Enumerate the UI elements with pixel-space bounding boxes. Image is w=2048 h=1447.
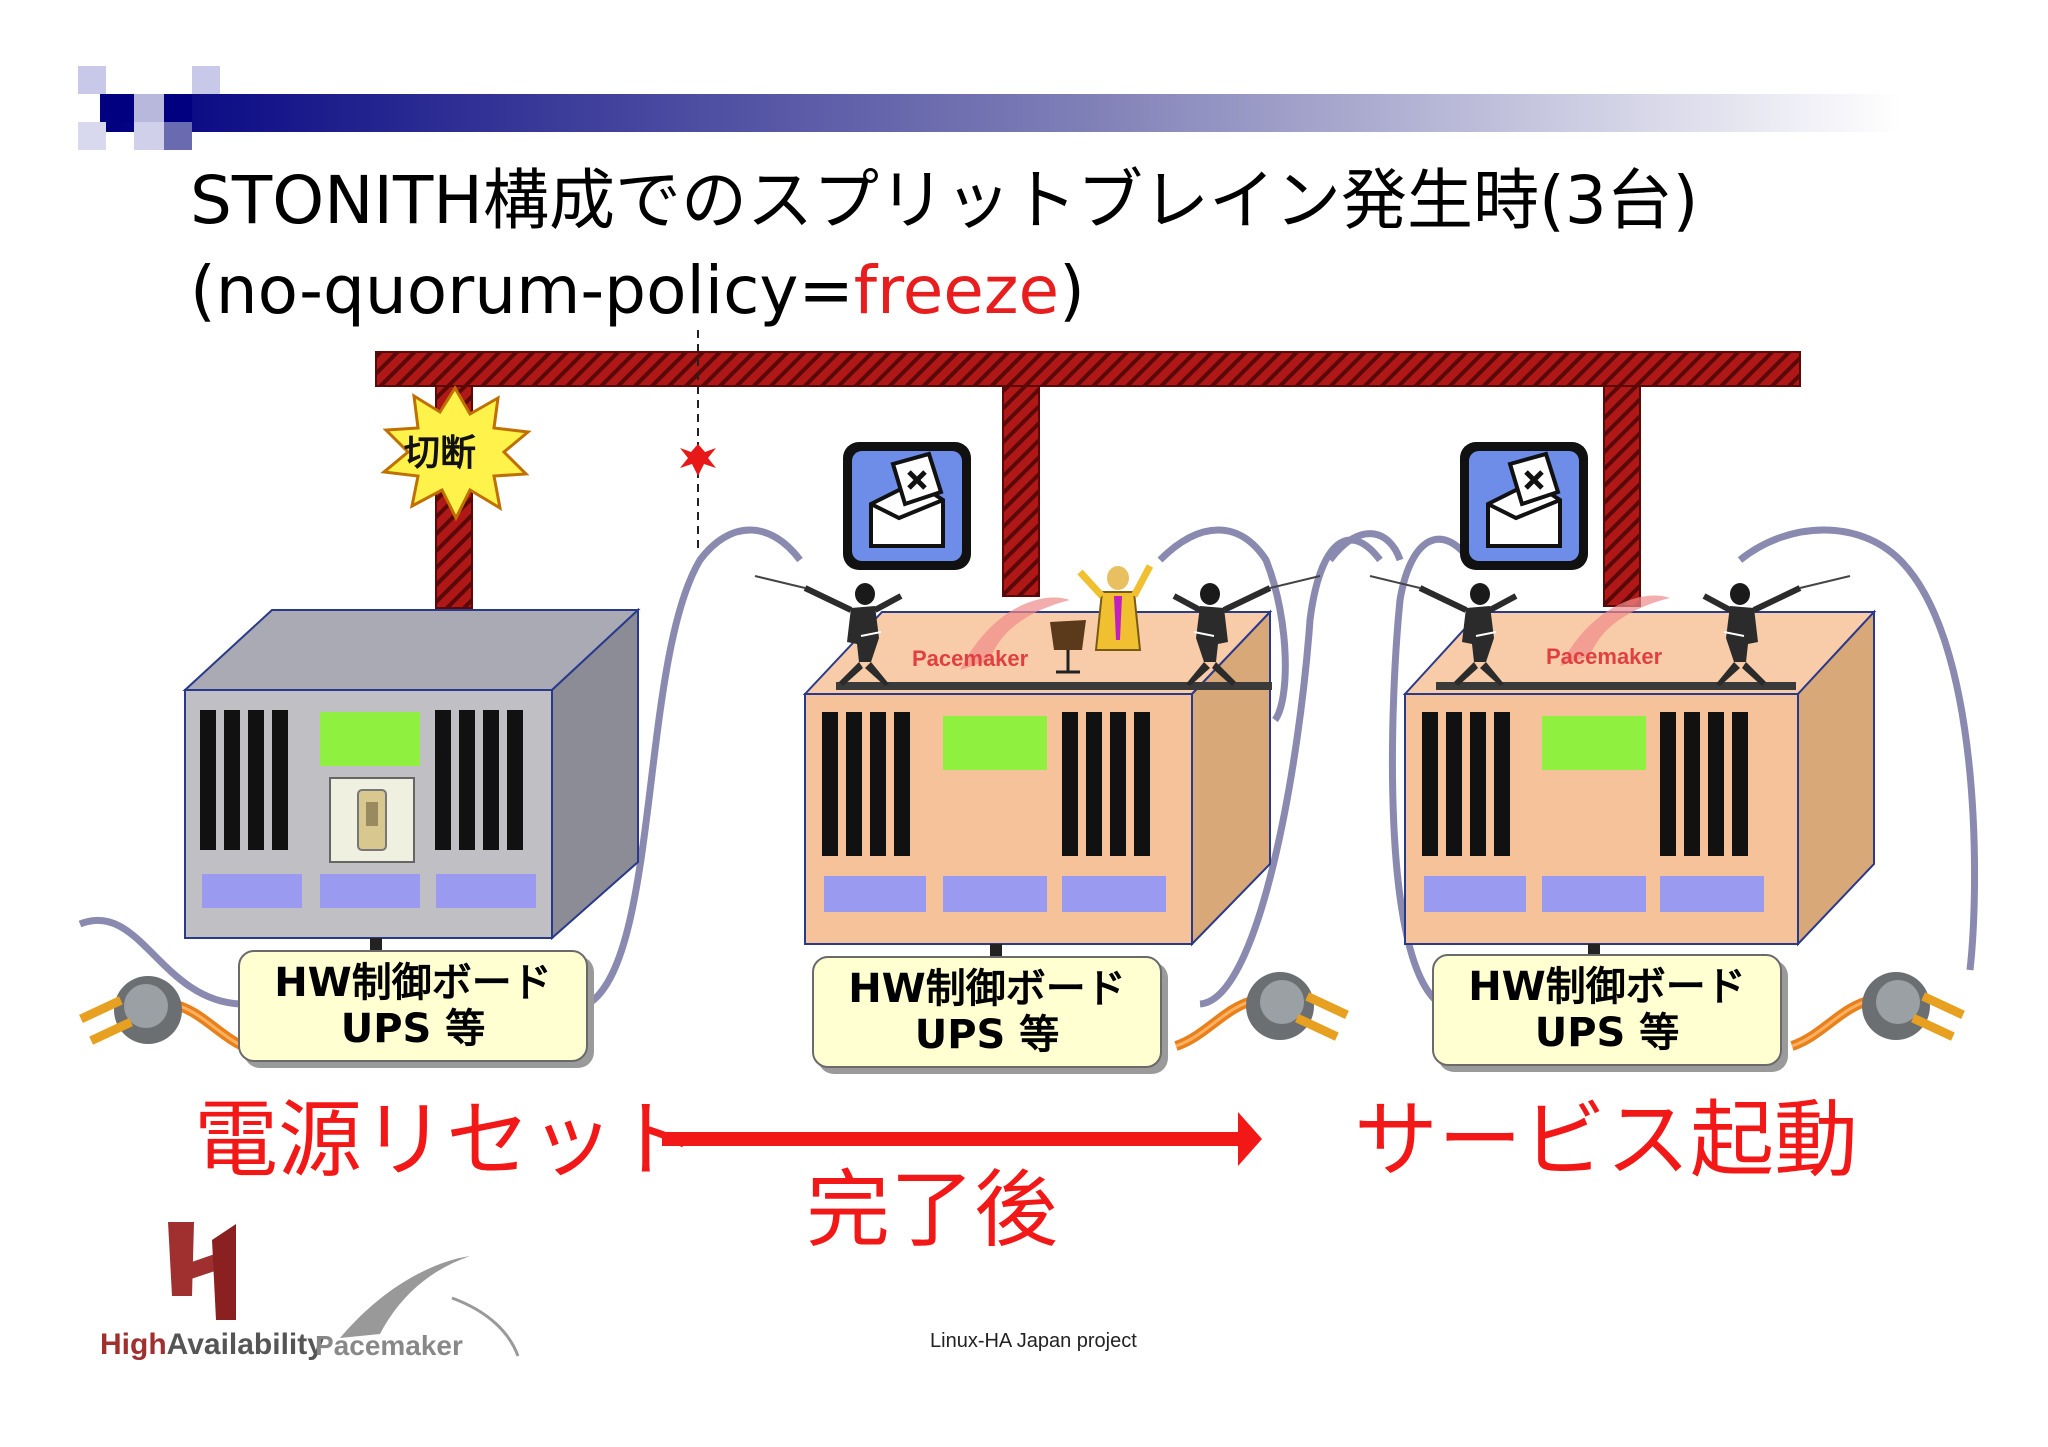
conductor-icon: [1050, 564, 1154, 674]
hw-board-label-node-2: HW制御ボード UPS 等: [812, 956, 1162, 1068]
page-subtitle: (no-quorum-policy=freeze): [190, 258, 1085, 324]
title-line-1: STONITH構成でのスプリットブレイン発生時(3台): [190, 162, 1699, 239]
split-dashed-line: [680, 330, 716, 548]
hw-board-line-2: UPS 等: [914, 1012, 1060, 1058]
server-node-3: [1402, 595, 1877, 956]
hw-board-line-2: UPS 等: [340, 1006, 486, 1052]
title-line-2-suffix: ): [1059, 252, 1085, 329]
flow-end-label: サービス起動: [1354, 1091, 1859, 1189]
pacemaker-swoosh-icon: [960, 597, 1070, 670]
ha-logo-rest: Availability: [166, 1328, 324, 1361]
hw-board-line-1: HW制御ボード: [1468, 964, 1746, 1010]
flow-start-label: 電源リセット: [194, 1091, 699, 1189]
ballot-box-icon: [843, 442, 971, 570]
server-node-1: [182, 607, 641, 950]
ha-logo-text: HighAvailability: [100, 1328, 324, 1362]
power-plug-icon: [79, 976, 252, 1050]
power-cables: [78, 526, 1979, 1008]
pacemaker-swoosh-icon: [1560, 595, 1670, 666]
title-line-2-prefix: (no-quorum-policy=: [190, 252, 854, 329]
title-line-2-highlight: freeze: [853, 252, 1060, 329]
hw-board-line-2: UPS 等: [1534, 1010, 1680, 1056]
cut-label: 切断: [404, 433, 477, 474]
server-node-2: [802, 597, 1273, 956]
page-title: STONITH構成でのスプリットブレイン発生時(3台): [190, 168, 1698, 234]
cut-burst-icon: [380, 385, 532, 522]
network-bus: [375, 351, 1801, 609]
power-plug-icon: [1792, 972, 1965, 1046]
hw-board-line-1: HW制御ボード: [848, 966, 1126, 1012]
ha-logo-high: High: [100, 1328, 167, 1361]
pacemaker-label-node-2: Pacemaker: [912, 646, 1029, 671]
pacemaker-logo-text: Pacemaker: [315, 1330, 463, 1361]
flow-middle-label: 完了後: [806, 1161, 1059, 1259]
pacemaker-logo-icon: [340, 1256, 520, 1357]
power-plug-icon: [1176, 972, 1349, 1046]
footer-text: Linux-HA Japan project: [930, 1330, 1137, 1352]
header-decoration: [78, 66, 1900, 150]
flow-arrow: [662, 1112, 1262, 1166]
ballot-box-icon: [1460, 442, 1588, 570]
ha-logo-icon: [168, 1222, 236, 1320]
hw-board-label-node-1: HW制御ボード UPS 等: [238, 950, 588, 1062]
pacemaker-label-node-3: Pacemaker: [1546, 644, 1663, 669]
hw-board-line-1: HW制御ボード: [274, 960, 552, 1006]
hw-board-label-node-3: HW制御ボード UPS 等: [1432, 954, 1782, 1066]
